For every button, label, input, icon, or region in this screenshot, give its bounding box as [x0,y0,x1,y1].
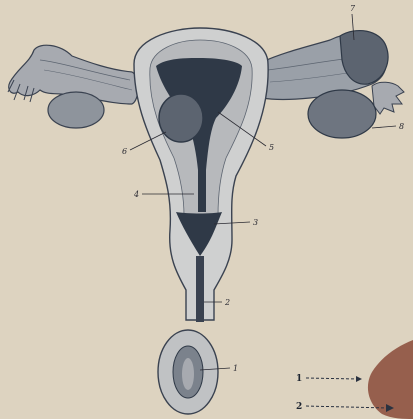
right-ovary [308,90,376,138]
legend-number-1: 1 [296,374,302,384]
left-ovary [48,92,104,128]
cervical-canal [198,170,206,212]
label-1: 1 [233,364,238,373]
label-2: 2 [224,298,230,307]
label-3: 3 [253,218,258,227]
label-8: 8 [399,122,404,131]
vaginal-canal [196,256,204,322]
label-5: 5 [269,143,274,152]
label-4: 4 [133,190,139,199]
vaginal-opening [182,358,194,390]
label-6: 6 [122,147,127,156]
embryo-sac [159,94,203,142]
legend-number-2: 2 [296,402,302,412]
